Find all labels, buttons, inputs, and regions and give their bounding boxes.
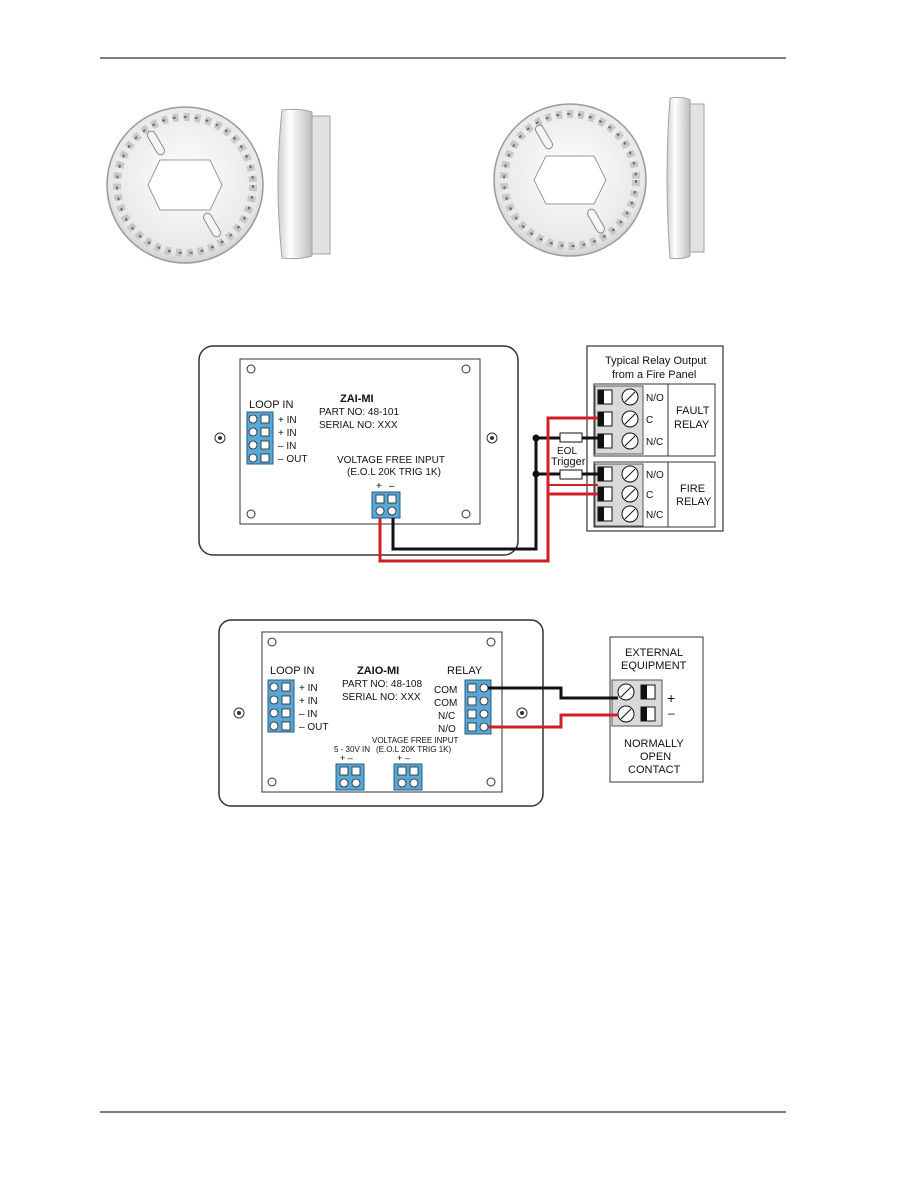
panel-title-line-2: from a Fire Panel — [612, 369, 696, 381]
zaio-relay-title: RELAY — [447, 665, 483, 677]
zai-serial-number: SERIAL NO: XXX — [319, 420, 398, 431]
zaio-power-polarity: + – — [340, 753, 353, 763]
zaio-relay-label-com-2: COM — [434, 698, 457, 709]
zai-loop-title: LOOP IN — [249, 399, 293, 411]
ext-title-1: EXTERNAL — [625, 647, 683, 659]
zai-loop-label-3: – IN — [278, 441, 296, 452]
ext-title-2: EQUIPMENT — [621, 660, 687, 672]
zaio-loop-label-1: + IN — [299, 683, 318, 694]
zaio-relay-label-nc: N/C — [438, 711, 455, 722]
zaio-loop-title: LOOP IN — [270, 665, 314, 677]
zai-vfi-eol: (E.O.L 20K TRIG 1K) — [347, 467, 441, 478]
fault-relay-label-1: FAULT — [676, 405, 710, 417]
zai-vfi-minus: – — [389, 481, 395, 492]
zaio-loop-label-2: + IN — [299, 696, 318, 707]
fire-relay-label-2: RELAY — [676, 496, 712, 508]
fire-contact-no: N/O — [646, 470, 664, 481]
ext-no-2: OPEN — [640, 751, 671, 763]
zaio-relay-label-com-1: COM — [434, 685, 457, 696]
zai-vfi-title: VOLTAGE FREE INPUT — [337, 455, 445, 466]
fault-relay-terminal-block — [594, 385, 644, 455]
detector-base-side-photo-1 — [277, 108, 331, 260]
zaio-loop-terminal-block — [267, 679, 295, 733]
ext-no-3: CONTACT — [628, 764, 681, 776]
zaio-vfi-title: VOLTAGE FREE INPUT — [372, 736, 458, 745]
fire-relay-terminal-block — [594, 463, 644, 527]
fire-contact-nc: N/C — [646, 510, 663, 521]
zaio-vfi-polarity: + – — [397, 753, 410, 763]
zaio-part-number: PART NO: 48-108 — [342, 679, 422, 690]
zai-loop-label-1: + IN — [278, 415, 297, 426]
fault-contact-c: C — [646, 415, 653, 426]
detector-base-photo-2 — [493, 103, 647, 257]
zai-mi-enclosure — [198, 345, 519, 556]
eol-resistor — [559, 432, 583, 443]
wire-junction — [532, 434, 540, 442]
zaio-loop-label-4: – OUT — [299, 722, 328, 733]
wire-junction — [532, 470, 540, 478]
external-terminal-block — [611, 679, 663, 727]
zaio-relay-terminal-block — [464, 679, 492, 735]
ext-plus: + — [667, 690, 675, 706]
zai-loop-label-4: – OUT — [278, 454, 307, 465]
zaio-power-label: 5 - 30V IN — [334, 745, 370, 754]
header-rule — [100, 57, 786, 59]
ext-no-1: NORMALLY — [624, 738, 684, 750]
zaio-wiring — [488, 686, 618, 729]
zaio-power-terminal-block — [335, 763, 365, 791]
trigger-label: Trigger — [551, 456, 586, 468]
zai-part-number: PART NO: 48-101 — [319, 407, 399, 418]
zaio-vfi-eol: (E.O.L 20K TRIG 1K) — [376, 745, 451, 754]
eol-label: EOL — [557, 446, 577, 457]
zaio-loop-label-3: – IN — [299, 709, 317, 720]
zaio-vfi-terminal-block — [393, 763, 423, 791]
zaio-model-name: ZAIO-MI — [357, 665, 399, 677]
zai-model-name: ZAI-MI — [340, 393, 374, 405]
zaio-relay-label-no: N/O — [438, 724, 456, 735]
panel-title-line-1: Typical Relay Output — [605, 355, 707, 367]
fire-relay-label-1: FIRE — [680, 483, 705, 495]
fire-contact-c: C — [646, 490, 653, 501]
zai-loop-label-2: + IN — [278, 428, 297, 439]
zai-vfi-plus: + — [376, 481, 382, 492]
zaio-mi-enclosure — [218, 619, 544, 807]
zaio-serial-number: SERIAL NO: XXX — [342, 692, 421, 703]
detector-base-photo-1 — [106, 106, 264, 264]
zai-loop-terminal-block — [246, 411, 274, 465]
zai-vfi-terminal-block — [371, 491, 401, 519]
fault-contact-no: N/O — [646, 393, 664, 404]
fault-contact-nc: N/C — [646, 437, 663, 448]
ext-minus: – — [668, 706, 675, 720]
trigger-resistor — [559, 469, 583, 480]
detector-base-side-photo-2 — [666, 96, 705, 260]
footer-rule — [100, 1111, 786, 1113]
fault-relay-label-2: RELAY — [674, 419, 710, 431]
